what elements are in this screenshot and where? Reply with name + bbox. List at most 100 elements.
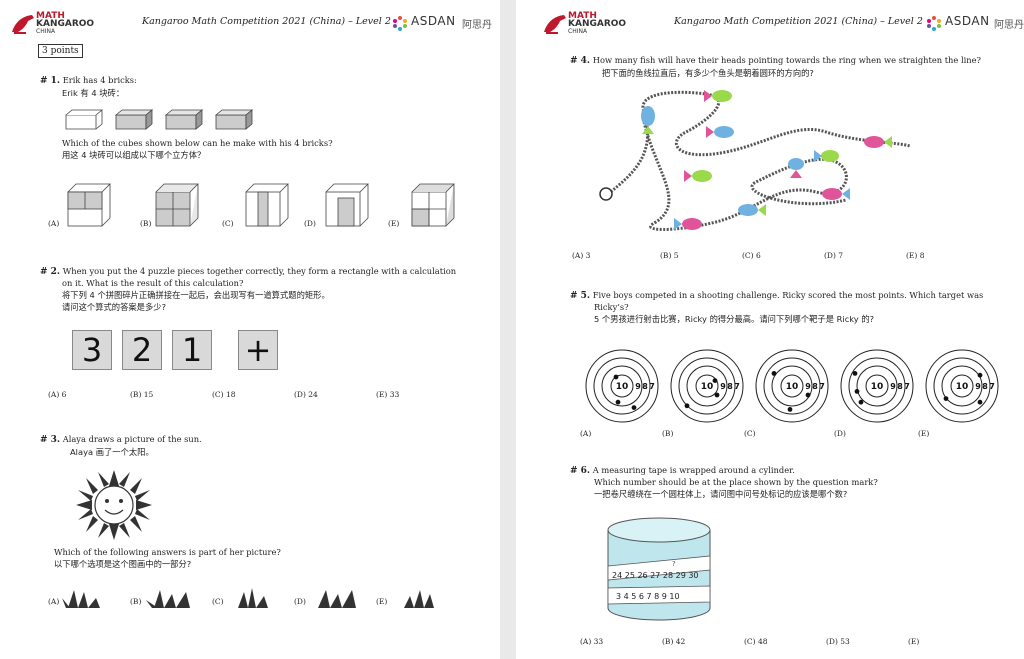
q1-option-d[interactable]: (D)	[304, 219, 316, 228]
q1-option-b[interactable]: (B)	[140, 219, 152, 228]
asdan-logo: ASDAN	[411, 14, 456, 28]
target-ring-label: 8	[727, 382, 733, 391]
page-right: MATH KANGAROO CHINA Kangaroo Math Compet…	[516, 0, 1024, 659]
tape-top-numbers: 24 25 26 27 28 29 30	[612, 571, 699, 580]
q2-option-e[interactable]: (E) 33	[376, 390, 400, 399]
bullet-hole	[714, 392, 720, 398]
q6-option-a[interactable]: (A) 33	[580, 637, 604, 646]
q1-subquestion: Which of the cubes shown below can he ma…	[62, 138, 333, 161]
bullet-hole	[977, 399, 983, 405]
q5-option-e[interactable]: (E)	[918, 429, 930, 438]
question-5: # 5. Five boys competed in a shooting ch…	[570, 290, 983, 325]
q6-option-b[interactable]: (B) 42	[662, 637, 686, 646]
target-ring-label: 7	[649, 382, 655, 391]
q1-cube-options	[67, 183, 455, 227]
target-ring-label: 10	[616, 382, 629, 392]
q6-text-en2: Which number should be at the place show…	[594, 477, 878, 487]
tape-question-mark: ?	[672, 560, 676, 568]
q6-option-d[interactable]: (D) 53	[826, 637, 850, 646]
bullet-hole	[977, 372, 983, 378]
q6-text-cn: 一把卷尺缠绕在一个圆柱体上，请问图中问号处标记的应该是哪个数?	[594, 489, 848, 499]
q3-option-c[interactable]: (C)	[212, 597, 224, 606]
page-left: MATH KANGAROO CHINA Kangaroo Math Compet…	[0, 0, 500, 659]
q1-text2-en: Which of the cubes shown below can he ma…	[62, 138, 333, 148]
target-ring-label: 7	[904, 382, 910, 391]
q3-text2-en: Which of the following answers is part o…	[54, 547, 281, 557]
header-title: Kangaroo Math Competition 2021 (China) –…	[142, 16, 391, 27]
bullet-hole	[613, 374, 619, 380]
q4-text-cn: 把下面的鱼线拉直后，有多少个鱼头是朝着圆环的方向的?	[602, 68, 814, 78]
q2-text-cn1: 将下列 4 个拼图碎片正确拼接在一起后，会出现写有一道算式题的矩形。	[62, 290, 330, 300]
target-ring-label: 8	[812, 382, 818, 391]
q6-option-e[interactable]: (E)	[908, 637, 920, 646]
q3-option-e[interactable]: (E)	[376, 597, 388, 606]
q3-option-b[interactable]: (B)	[130, 597, 142, 606]
q2-text-cn2: 请问这个算式的答案是多少?	[62, 302, 166, 312]
q2-option-d[interactable]: (D) 24	[294, 390, 318, 399]
q3-text2-cn: 以下哪个选项是这个图画中的一部分?	[54, 559, 192, 569]
target-ring-label: 10	[701, 382, 714, 392]
q5-option-c[interactable]: (C)	[744, 429, 756, 438]
question-6: # 6. A measuring tape is wrapped around …	[570, 465, 878, 500]
q5-option-d[interactable]: (D)	[834, 429, 846, 438]
q1-option-a[interactable]: (A)	[48, 219, 60, 228]
q1-option-e[interactable]: (E)	[388, 219, 400, 228]
q1-option-c[interactable]: (C)	[222, 219, 234, 228]
q4-option-d[interactable]: (D) 7	[824, 251, 844, 260]
question-number: # 2.	[40, 267, 61, 277]
target-ring-label: 10	[871, 382, 884, 392]
bullet-hole	[854, 389, 860, 394]
bullet-hole	[615, 399, 621, 405]
asdan-cn-logo: 阿思丹	[462, 20, 492, 31]
question-number: # 3.	[40, 435, 61, 445]
question-number: # 6.	[570, 466, 591, 476]
q3-option-d[interactable]: (D)	[294, 597, 306, 606]
sun-figure	[76, 470, 152, 540]
target-ring-label: 10	[956, 382, 969, 392]
q2-text-en1: When you put the 4 puzzle pieces togethe…	[62, 266, 457, 276]
question-number: # 4.	[570, 56, 591, 66]
target-ring-label: 9	[805, 382, 811, 391]
q2-option-b[interactable]: (B) 15	[130, 390, 154, 399]
q1-text-cn: Erik 有 4 块砖：	[62, 88, 125, 98]
q3-text-en: Alaya draws a picture of the sun.	[62, 434, 202, 444]
asdan-logo-icon	[927, 16, 941, 31]
q5-text-cn: 5 个男孩进行射击比赛，Ricky 的得分最高。请问下列哪个靶子是 Ricky …	[594, 314, 875, 324]
target-ring-label: 7	[734, 382, 740, 391]
q4-option-a[interactable]: (A) 3	[572, 251, 591, 260]
question-number: # 1.	[40, 76, 61, 86]
fishing-line-figure	[599, 90, 911, 231]
target-ring-label: 7	[989, 382, 995, 391]
q5-text-en1: Five boys competed in a shooting challen…	[592, 290, 984, 300]
bullet-hole	[787, 407, 793, 412]
q4-option-b[interactable]: (B) 5	[660, 251, 679, 260]
q5-text-en2: Ricky’s?	[594, 302, 629, 312]
bullet-hole	[943, 396, 949, 401]
bricks-figure	[65, 109, 254, 130]
q3-option-a[interactable]: (A)	[48, 597, 60, 606]
kangaroo-logo-icon	[12, 15, 34, 34]
asdan-logo: ASDAN	[945, 14, 990, 28]
q2-option-a[interactable]: (A) 6	[48, 390, 67, 399]
bullet-hole	[852, 371, 858, 376]
target-ring-label: 10	[786, 382, 799, 392]
q4-option-c[interactable]: (C) 6	[742, 251, 761, 260]
q1-text-en: Erik has 4 bricks:	[62, 75, 137, 85]
cylinder-tape-figure: ? 24 25 26 27 28 29 30 3 4 5 6 7 8 9 10	[607, 517, 711, 621]
asdan-logo-icon	[393, 16, 407, 31]
asdan-cn-logo: 阿思丹	[994, 20, 1024, 31]
bullet-hole	[771, 371, 777, 376]
question-2: # 2. When you put the 4 puzzle pieces to…	[40, 266, 456, 313]
tape-bottom-numbers: 3 4 5 6 7 8 9 10	[616, 592, 680, 601]
q2-option-c[interactable]: (C) 18	[212, 390, 236, 399]
q5-option-b[interactable]: (B)	[662, 429, 674, 438]
target-ring-label: 9	[720, 382, 726, 391]
q6-option-c[interactable]: (C) 48	[744, 637, 768, 646]
q4-option-e[interactable]: (E) 8	[906, 251, 925, 260]
q5-option-a[interactable]: (A)	[580, 429, 592, 438]
puzzle-piece-4: +	[238, 330, 278, 370]
